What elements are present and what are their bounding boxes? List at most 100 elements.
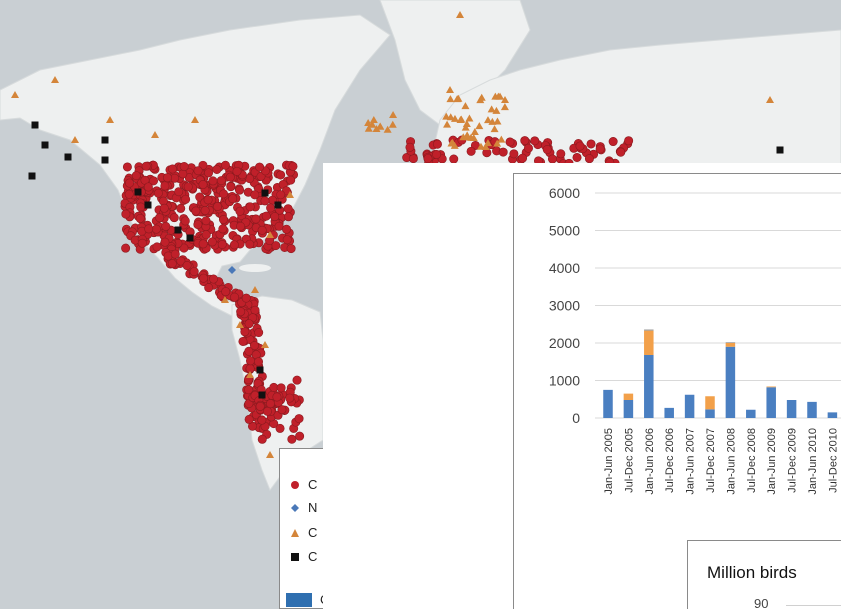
red-circle-marker bbox=[266, 203, 276, 213]
orange-triangle-marker bbox=[383, 125, 392, 133]
orange-triangle-marker bbox=[493, 139, 502, 147]
bar-segment bbox=[827, 412, 838, 418]
red-circle-marker bbox=[257, 225, 267, 235]
red-circle-marker bbox=[423, 154, 433, 164]
red-circle-marker bbox=[250, 190, 260, 200]
orange-triangle-marker bbox=[457, 115, 466, 123]
black-square-marker bbox=[256, 366, 264, 374]
red-circle-marker bbox=[213, 201, 223, 211]
red-circle-marker bbox=[432, 139, 442, 149]
orange-triangle-marker bbox=[465, 114, 474, 122]
x-tick-label: Jan-Jun 2006 bbox=[644, 428, 656, 495]
red-circle-marker bbox=[250, 305, 260, 315]
caribbean-island bbox=[239, 264, 271, 272]
orange-triangle-marker bbox=[463, 131, 472, 139]
black-square-marker bbox=[261, 189, 269, 197]
red-circle-marker bbox=[275, 423, 285, 433]
y-tick-label: 4000 bbox=[549, 260, 580, 276]
red-circle-marker bbox=[179, 243, 189, 253]
red-circle-marker bbox=[286, 175, 296, 185]
orange-triangle-marker bbox=[266, 231, 274, 238]
red-circle-marker bbox=[238, 336, 248, 346]
orange-triangle-marker bbox=[454, 94, 463, 102]
red-circle-marker bbox=[155, 213, 165, 223]
orange-triangle-marker bbox=[470, 127, 479, 135]
red-circle-marker bbox=[542, 145, 552, 155]
blue-diamond-icon bbox=[291, 503, 299, 512]
legend-item-square: C bbox=[290, 549, 317, 564]
red-circle-marker bbox=[608, 137, 618, 147]
y-tick-label: 6000 bbox=[549, 185, 580, 201]
orange-triangle-marker bbox=[364, 124, 373, 132]
orange-triangle-marker bbox=[476, 96, 485, 104]
orange-triangle-marker bbox=[191, 116, 199, 123]
red-circle-marker bbox=[183, 182, 193, 192]
x-tick-label: Jul-Dec 2008 bbox=[746, 428, 758, 493]
red-circle-marker bbox=[226, 182, 236, 192]
black-square-marker bbox=[258, 391, 266, 399]
red-circle-marker bbox=[193, 220, 203, 230]
black-square-marker bbox=[41, 141, 49, 149]
red-circle-marker bbox=[520, 136, 530, 146]
red-circle-marker bbox=[556, 149, 566, 159]
bar-segment bbox=[766, 386, 776, 388]
red-circle-marker bbox=[149, 176, 159, 186]
red-circle-marker bbox=[143, 182, 153, 192]
red-circle-marker bbox=[265, 399, 275, 409]
black-square-marker bbox=[186, 234, 194, 242]
orange-triangle-marker bbox=[443, 120, 452, 128]
black-square-marker bbox=[274, 201, 282, 209]
red-circle-marker bbox=[218, 215, 228, 225]
red-circle-marker bbox=[161, 221, 171, 231]
red-circle-marker bbox=[169, 213, 179, 223]
red-circle-marker bbox=[178, 169, 188, 179]
red-circle-marker bbox=[509, 149, 519, 159]
red-circle-marker bbox=[616, 147, 626, 157]
red-circle-marker bbox=[236, 307, 246, 317]
orange-triangle-marker bbox=[261, 341, 269, 348]
red-circle-marker bbox=[232, 166, 242, 176]
orange-triangle-marker bbox=[494, 92, 503, 100]
bar-segment bbox=[807, 401, 817, 418]
orange-triangle-marker bbox=[766, 96, 774, 103]
blue-diamond-marker bbox=[228, 266, 236, 274]
red-circle-marker bbox=[575, 141, 585, 151]
red-circle-marker bbox=[282, 235, 292, 245]
red-circle-marker bbox=[294, 414, 304, 424]
red-circle-marker bbox=[176, 203, 186, 213]
bar-segment bbox=[623, 400, 634, 418]
legend-label: C bbox=[308, 525, 318, 540]
orange-triangle-marker bbox=[483, 116, 492, 124]
black-square-marker bbox=[144, 201, 152, 209]
bar-segment bbox=[664, 407, 674, 418]
red-circle-marker bbox=[162, 173, 172, 183]
orange-triangle-marker bbox=[493, 117, 502, 125]
red-circle-marker bbox=[219, 189, 229, 199]
x-tick-label: Jul-Dec 2006 bbox=[664, 428, 676, 493]
orange-triangle-marker bbox=[450, 114, 459, 122]
x-tick-label: Jan-Jun 2008 bbox=[725, 428, 737, 495]
red-circle-marker bbox=[270, 212, 280, 222]
orange-triangle-marker bbox=[462, 119, 471, 127]
red-circle-marker bbox=[286, 244, 296, 254]
red-circle-marker bbox=[198, 180, 208, 190]
eurasia-landmass bbox=[429, 29, 841, 166]
orange-triangle-marker bbox=[286, 191, 294, 198]
blue-rect-icon bbox=[286, 592, 312, 607]
red-circle-marker bbox=[274, 221, 284, 231]
red-circle-marker bbox=[176, 256, 186, 266]
red-circle-marker bbox=[168, 164, 178, 174]
x-tick-label: Jul-Dec 2005 bbox=[623, 428, 635, 493]
orange-triangle-marker bbox=[461, 123, 470, 131]
red-circle-marker bbox=[182, 261, 192, 271]
orange-triangle-marker bbox=[11, 91, 19, 98]
orange-triangle-marker bbox=[388, 120, 397, 128]
red-circle-marker bbox=[217, 239, 227, 249]
red-circle-marker bbox=[624, 136, 634, 146]
red-circle-marker bbox=[505, 137, 515, 147]
red-circle-marker bbox=[586, 139, 596, 149]
legend-item-triangle: C bbox=[290, 525, 317, 540]
bar-segment bbox=[644, 329, 654, 331]
orange-triangle-marker bbox=[151, 131, 159, 138]
